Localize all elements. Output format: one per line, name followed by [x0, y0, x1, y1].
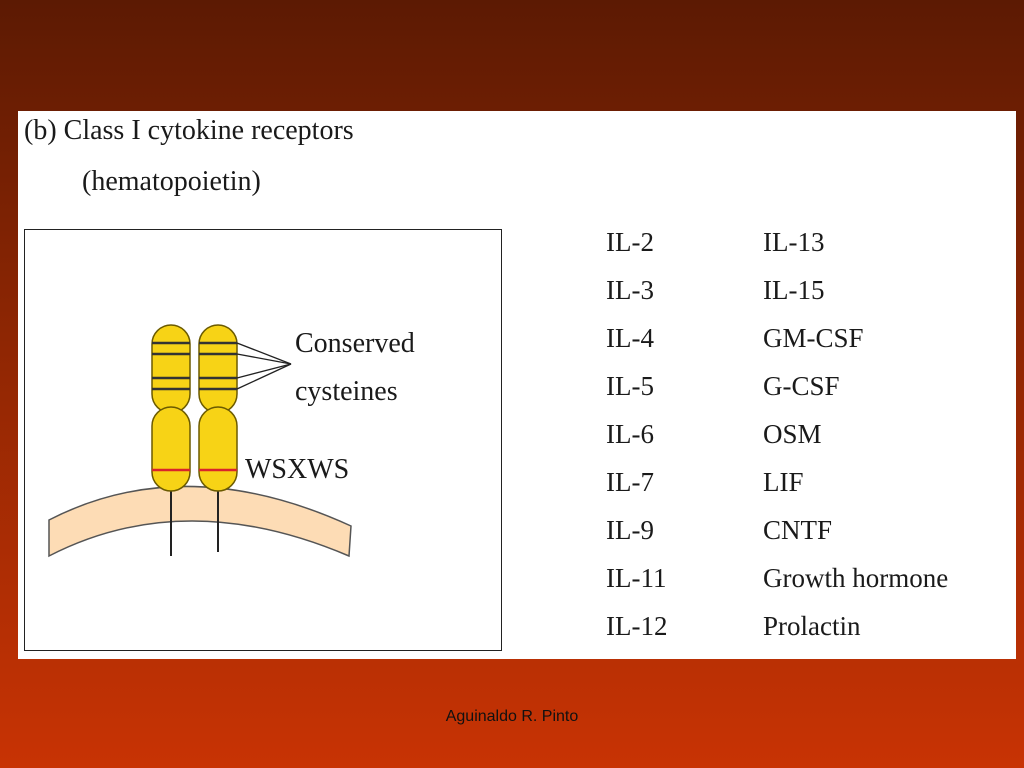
label-conserved: Conserved [295, 328, 415, 359]
chain-2-lower-domain [198, 406, 238, 492]
chain-2-upper-domain [198, 324, 238, 414]
cytokine-right: CNTF [763, 515, 833, 545]
cytokine-right: LIF [763, 467, 804, 497]
slide-subtitle: (hematopoietin) [82, 166, 261, 197]
slide-footer-author: Aguinaldo R. Pinto [445, 708, 579, 725]
cytokine-right: Growth hormone [763, 563, 949, 593]
receptor-diagram-box: Conserved cysteines WSXWS [24, 229, 502, 651]
cytokine-right: GM-CSF [763, 323, 864, 353]
label-wsxws: WSXWS [245, 454, 350, 485]
chain-1-upper-domain [151, 324, 191, 414]
cytokine-left: IL-5 [606, 371, 654, 401]
cytokine-right: IL-13 [763, 227, 825, 257]
slide-title: (b) Class I cytokine receptors [24, 115, 354, 146]
content-panel: (b) Class I cytokine receptors (hematopo… [18, 111, 1016, 659]
cytokine-left: IL-6 [606, 419, 654, 449]
cytokine-left: IL-7 [606, 467, 654, 497]
cell-membrane [48, 485, 352, 558]
receptor-chain-2 [198, 324, 238, 492]
cytokine-left: IL-9 [606, 515, 654, 545]
label-cysteines: cysteines [295, 376, 398, 407]
receptor-chain-1 [151, 324, 191, 492]
cytokine-right: IL-15 [763, 275, 825, 305]
cytokine-left: IL-12 [606, 611, 668, 641]
cytokine-right: OSM [763, 419, 822, 449]
receptor-diagram [48, 324, 352, 558]
cytokine-right: Prolactin [763, 611, 861, 641]
cysteine-pointer-lines [236, 342, 292, 390]
cytokine-left: IL-11 [606, 563, 667, 593]
cytokine-right: G-CSF [763, 371, 840, 401]
cytokine-left: IL-4 [606, 323, 654, 353]
chain-1-lower-domain [151, 406, 191, 492]
cytokine-left: IL-3 [606, 275, 654, 305]
cytokine-left: IL-2 [606, 227, 654, 257]
